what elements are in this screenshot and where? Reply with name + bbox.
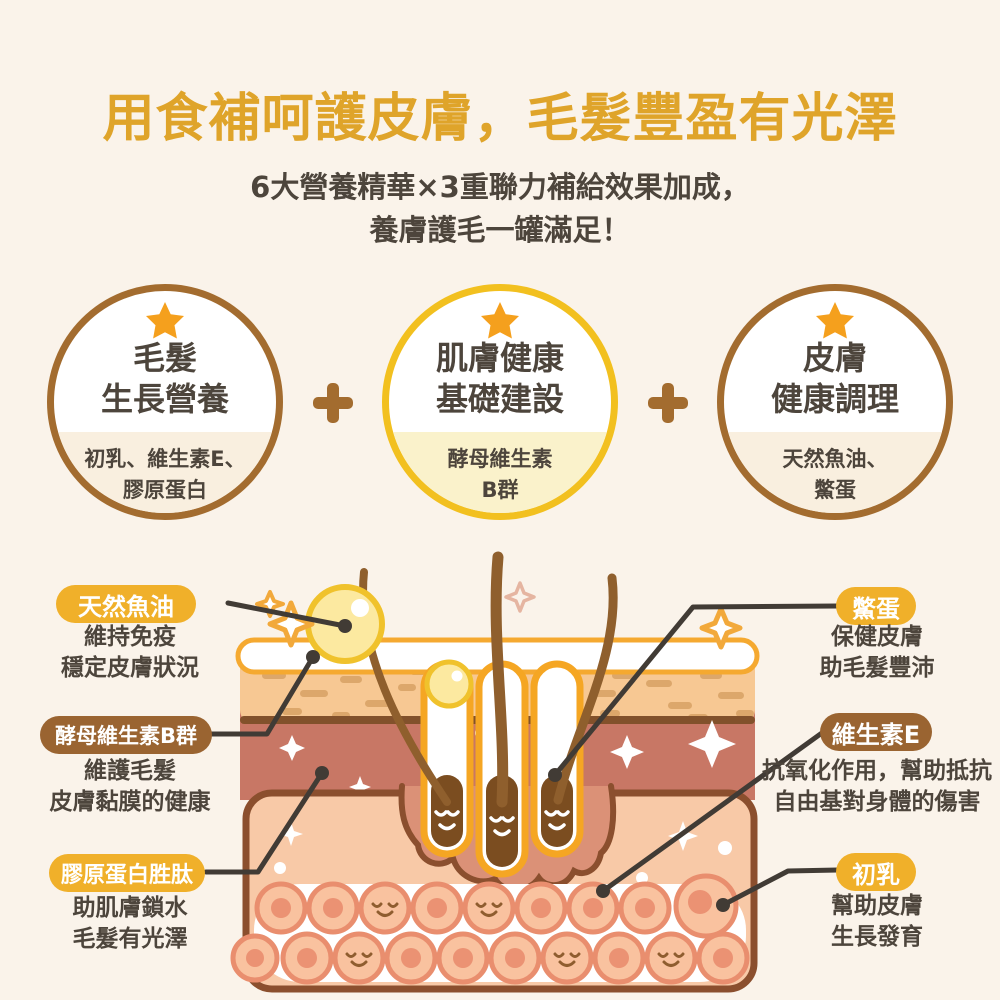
- callout-pill-fish-oil: 天然魚油: [56, 585, 196, 623]
- desc-line: 毛髮有光澤: [72, 926, 188, 952]
- skin-cells-row-1: [254, 873, 739, 939]
- callout-desc-yeast-b: 維護毛髮 皮膚黏膜的健康: [8, 756, 252, 818]
- desc-line: 助毛髮豐沛: [819, 655, 935, 681]
- circle-sub-line2: B群: [481, 478, 519, 502]
- cell-face: [657, 952, 685, 967]
- cell-face: [553, 952, 581, 967]
- benefit-circle-skin-conditioning: 皮膚 健康調理 天然魚油、 鱉蛋: [717, 284, 953, 520]
- callout-pill-vitamin-e: 維生素E: [820, 713, 932, 751]
- subtitle-line-2: 養膚護毛一罐滿足！: [369, 213, 631, 247]
- benefit-circle-skin-foundation: 肌膚健康 基礎建設 酵母維生素 B群: [382, 284, 618, 520]
- circle-subtitle: 初乳、維生素E、 膠原蛋白: [54, 444, 276, 506]
- callout-pill-turtle-egg: 鱉蛋: [836, 587, 916, 625]
- circle-subtitle: 酵母維生素 B群: [389, 444, 611, 506]
- circle-sub-line2: 膠原蛋白: [123, 478, 207, 502]
- desc-line: 生長發育: [831, 924, 923, 950]
- desc-line: 自由基對身體的傷害: [773, 789, 981, 815]
- callout-pill-colostrum: 初乳: [836, 853, 916, 891]
- callout-desc-turtle-egg: 保健皮膚 助毛髮豐沛: [755, 622, 999, 684]
- callout-line-fish-oil: [225, 600, 348, 629]
- desc-line: 幫助皮膚: [831, 893, 923, 919]
- page-subtitle: 6大營養精華×3重聯力補給效果加成， 養膚護毛一罐滿足！: [0, 166, 1000, 252]
- subtitle-line-1: 6大營養精華×3重聯力補給效果加成，: [250, 170, 750, 204]
- cell-face: [371, 902, 399, 917]
- callout-pill-collagen: 膠原蛋白胜肽: [49, 854, 205, 892]
- circle-bottom-strip: [54, 432, 276, 513]
- star-shape: [146, 302, 184, 339]
- star-icon: [146, 302, 184, 339]
- callout-line-turtle-egg: [552, 603, 841, 778]
- callout-line-colostrum: [720, 867, 841, 908]
- hair-bulb: [486, 775, 518, 867]
- circle-subtitle: 天然魚油、 鱉蛋: [724, 444, 946, 506]
- circle-bottom-strip: [389, 432, 611, 513]
- desc-line: 維持免疫: [84, 624, 176, 650]
- desc-line: 助肌膚鎖水: [72, 895, 188, 921]
- star-shape: [481, 302, 519, 339]
- circle-title-line2: 基礎建設: [435, 380, 564, 418]
- callout-lines: [203, 600, 841, 908]
- desc-line: 維護毛髮: [84, 758, 176, 784]
- circle-title-line2: 生長營養: [100, 380, 229, 418]
- desc-line: 保健皮膚: [831, 624, 923, 650]
- circle-sub-line1: 酵母維生素: [447, 447, 553, 471]
- callout-line-collagen: [203, 770, 325, 875]
- plus-icon: [313, 383, 353, 423]
- circle-sub-line1: 天然魚油、: [782, 447, 888, 471]
- circle-sub-line2: 鱉蛋: [814, 478, 856, 502]
- page-title: 用食補呵護皮膚，毛髮豐盈有光澤: [102, 89, 898, 149]
- callout-desc-colostrum: 幫助皮膚 生長發育: [755, 891, 999, 953]
- circle-title: 肌膚健康 基礎建設: [389, 338, 611, 420]
- star-icon: [816, 302, 854, 339]
- circle-sub-line1: 初乳、維生素E、: [84, 447, 246, 471]
- desc-line: 穩定皮膚狀況: [61, 655, 199, 681]
- benefit-circle-hair-growth: 毛髮 生長營養 初乳、維生素E、 膠原蛋白: [47, 284, 283, 520]
- callout-pill-yeast-b: 酵母維生素B群: [40, 716, 212, 754]
- callout-line-yeast-b: [209, 654, 316, 737]
- circle-bottom-strip: [724, 432, 946, 513]
- circle-title-line1: 肌膚健康: [435, 339, 564, 377]
- star-icon: [481, 302, 519, 339]
- skin-cells-row-2: [230, 931, 750, 985]
- pink-sparkle: [504, 581, 536, 613]
- bulb-faces: [434, 810, 570, 837]
- circle-title: 毛髮 生長營養: [54, 338, 276, 420]
- callout-desc-fish-oil: 維持免疫 穩定皮膚狀況: [8, 622, 252, 684]
- circle-title-line2: 健康調理: [770, 380, 899, 418]
- cell-face: [475, 902, 503, 917]
- circle-title: 皮膚 健康調理: [724, 338, 946, 420]
- desc-line: 抗氧化作用，幫助抵抗: [762, 758, 992, 784]
- plus-icon: [648, 383, 688, 423]
- callout-line-vitamin-e: [600, 727, 829, 894]
- circle-title-line1: 皮膚: [802, 339, 867, 377]
- circle-title-line1: 毛髮: [132, 339, 197, 377]
- star-shape: [816, 302, 854, 339]
- callout-desc-collagen: 助肌膚鎖水 毛髮有光澤: [8, 893, 252, 955]
- callout-desc-vitamin-e: 抗氧化作用，幫助抵抗 自由基對身體的傷害: [755, 756, 999, 818]
- cell-face: [345, 952, 373, 967]
- callout-dots: [306, 619, 730, 912]
- desc-line: 皮膚黏膜的健康: [49, 789, 211, 815]
